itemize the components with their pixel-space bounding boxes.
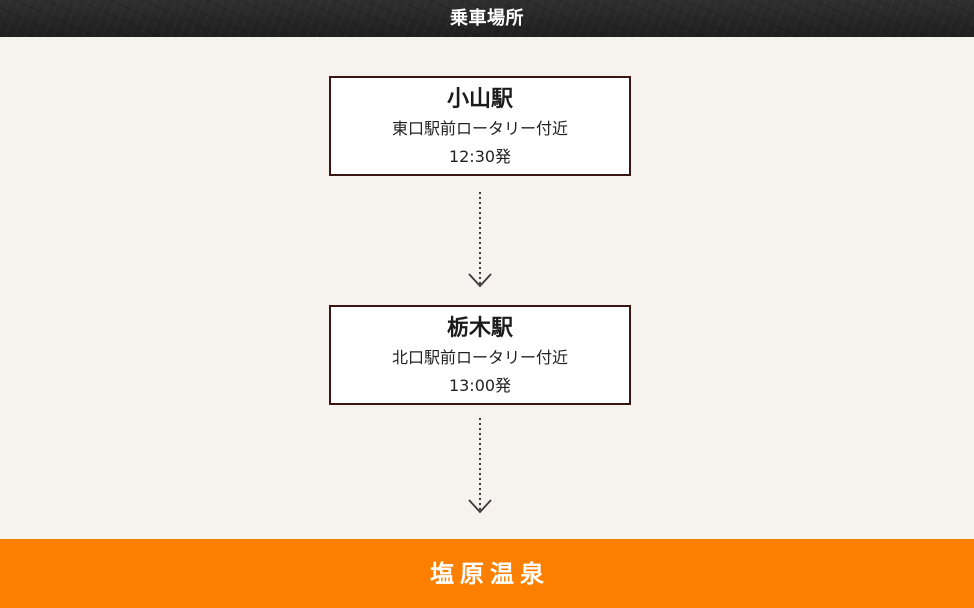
dotted-down-arrow-icon: [468, 416, 492, 516]
stop-location: 東口駅前ロータリー付近: [391, 119, 568, 138]
dotted-down-arrow-icon: [468, 190, 492, 290]
header-bar: 乗車場所: [0, 0, 974, 37]
stop-name: 栃木駅: [446, 316, 513, 341]
stop-card-oyama: 小山駅 東口駅前ロータリー付近 12:30発: [329, 76, 631, 176]
destination-label: 塩原温泉: [430, 559, 550, 588]
stop-location: 北口駅前ロータリー付近: [391, 348, 568, 367]
page-title: 乗車場所: [450, 8, 524, 29]
stop-name: 小山駅: [446, 87, 513, 112]
stop-departure-time: 13:00発: [448, 376, 512, 395]
stop-card-tochigi: 栃木駅 北口駅前ロータリー付近 13:00発: [329, 305, 631, 405]
destination-bar: 塩原温泉: [0, 539, 974, 608]
stop-departure-time: 12:30発: [448, 147, 512, 166]
